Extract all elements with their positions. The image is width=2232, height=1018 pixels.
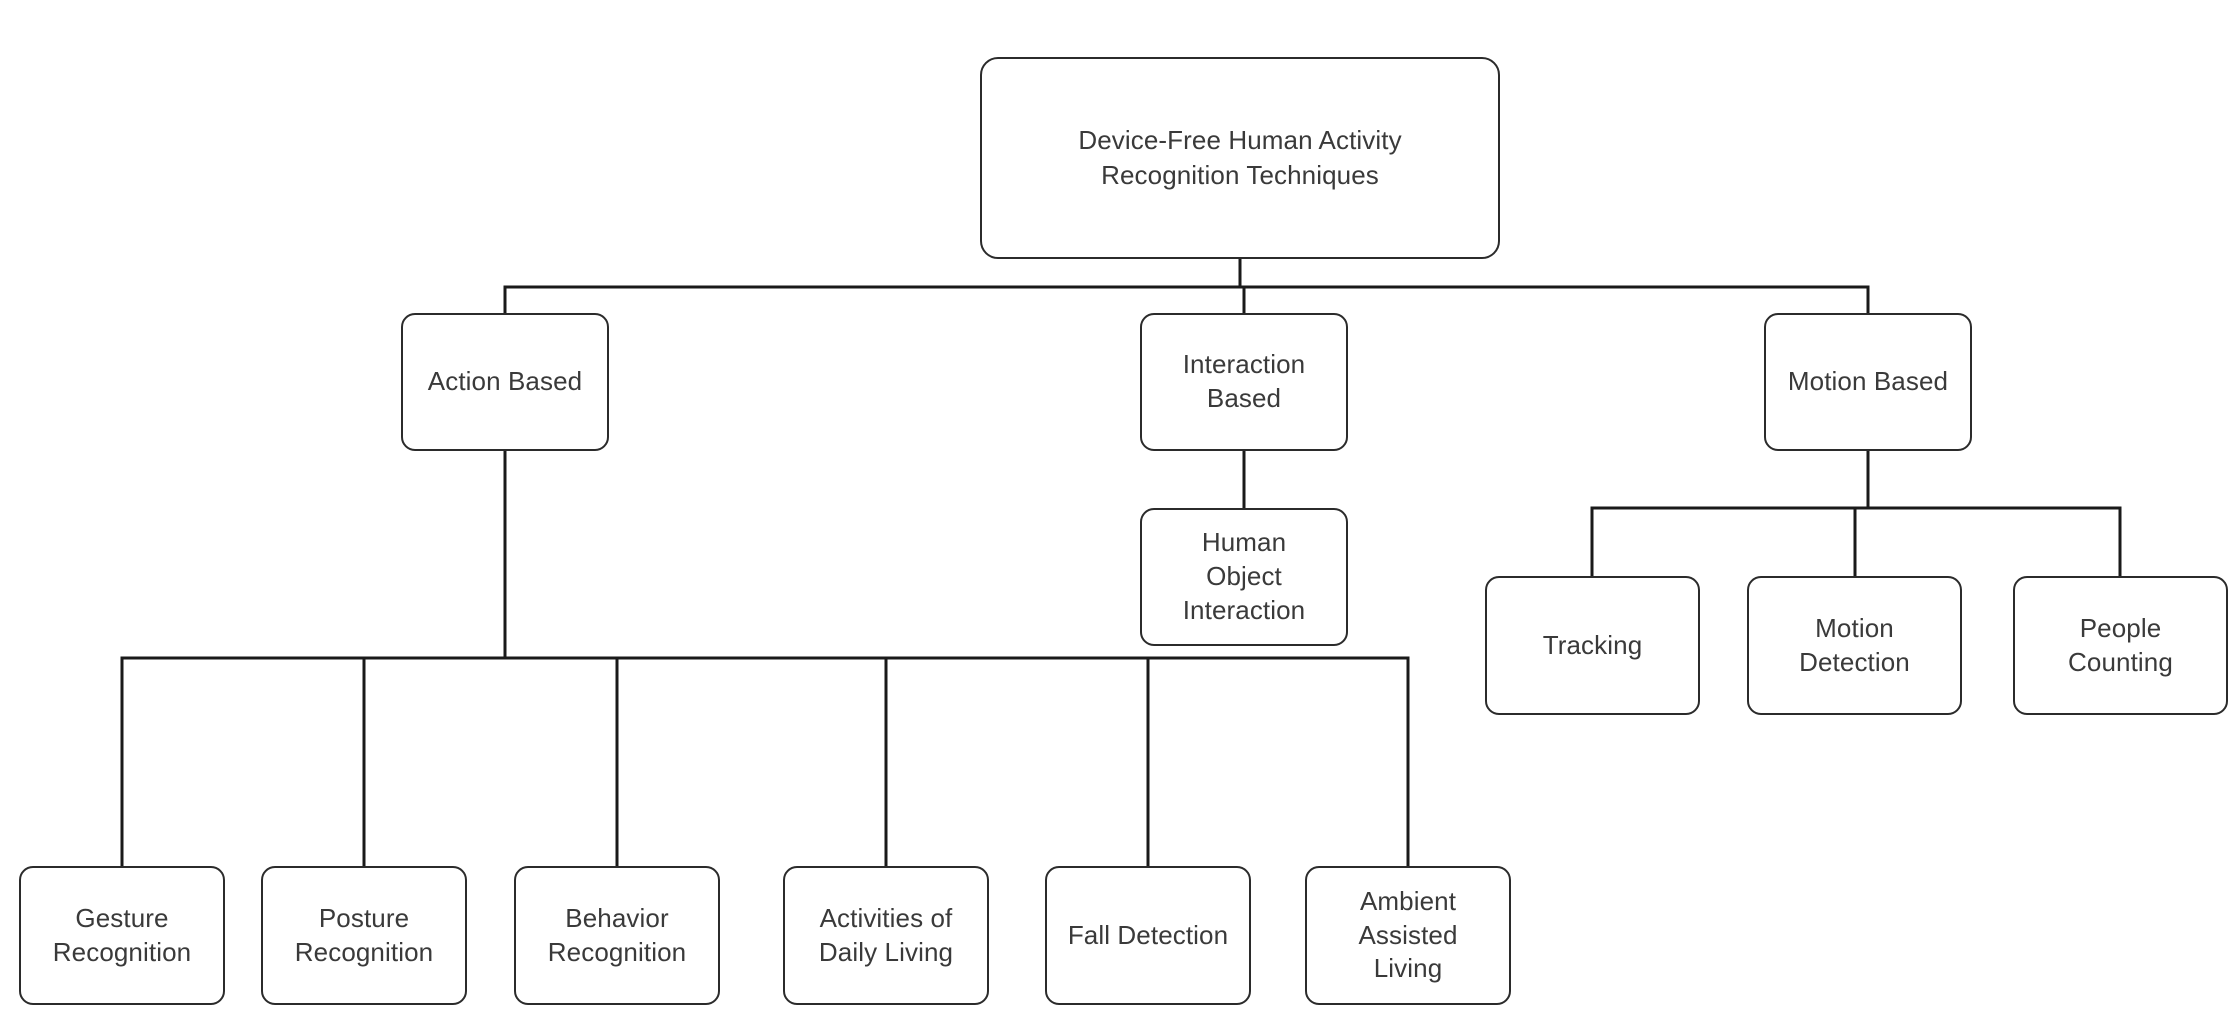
node-gesture-recognition-label: Gesture Recognition bbox=[52, 902, 192, 967]
node-motion-detection-label: Motion Detection bbox=[1799, 612, 1910, 677]
node-action-based[interactable]: Action Based bbox=[401, 313, 609, 451]
node-behavior-recognition-label: Behavior Recognition bbox=[547, 902, 687, 967]
node-people-counting[interactable]: People Counting bbox=[2013, 576, 2228, 715]
node-motion-detection[interactable]: Motion Detection bbox=[1747, 576, 1962, 715]
node-action-based-label: Action Based bbox=[427, 366, 583, 397]
node-activities-of-daily-living-label: Activities of Daily Living bbox=[818, 902, 954, 967]
node-ambient-assisted-living[interactable]: Ambient Assisted Living bbox=[1305, 866, 1511, 1005]
node-activities-of-daily-living[interactable]: Activities of Daily Living bbox=[783, 866, 989, 1005]
node-ambient-assisted-living-label: Ambient Assisted Living bbox=[1358, 885, 1458, 984]
node-fall-detection[interactable]: Fall Detection bbox=[1045, 866, 1251, 1005]
node-people-counting-label: People Counting bbox=[2068, 612, 2173, 677]
node-interaction-based[interactable]: Interaction Based bbox=[1140, 313, 1348, 451]
node-root[interactable]: Device-Free Human Activity Recognition T… bbox=[980, 57, 1500, 259]
node-fall-detection-label: Fall Detection bbox=[1067, 919, 1229, 950]
node-tracking-label: Tracking bbox=[1542, 629, 1643, 660]
node-human-object-interaction[interactable]: Human Object Interaction bbox=[1140, 508, 1348, 646]
node-human-object-interaction-label: Human Object Interaction bbox=[1182, 527, 1306, 625]
node-root-label: Device-Free Human Activity Recognition T… bbox=[1078, 124, 1402, 190]
node-tracking[interactable]: Tracking bbox=[1485, 576, 1700, 715]
node-interaction-based-label: Interaction Based bbox=[1182, 349, 1306, 413]
node-motion-based[interactable]: Motion Based bbox=[1764, 313, 1972, 451]
node-behavior-recognition[interactable]: Behavior Recognition bbox=[514, 866, 720, 1005]
node-gesture-recognition[interactable]: Gesture Recognition bbox=[19, 866, 225, 1005]
node-motion-based-label: Motion Based bbox=[1787, 366, 1949, 397]
node-posture-recognition-label: Posture Recognition bbox=[294, 902, 434, 967]
node-posture-recognition[interactable]: Posture Recognition bbox=[261, 866, 467, 1005]
